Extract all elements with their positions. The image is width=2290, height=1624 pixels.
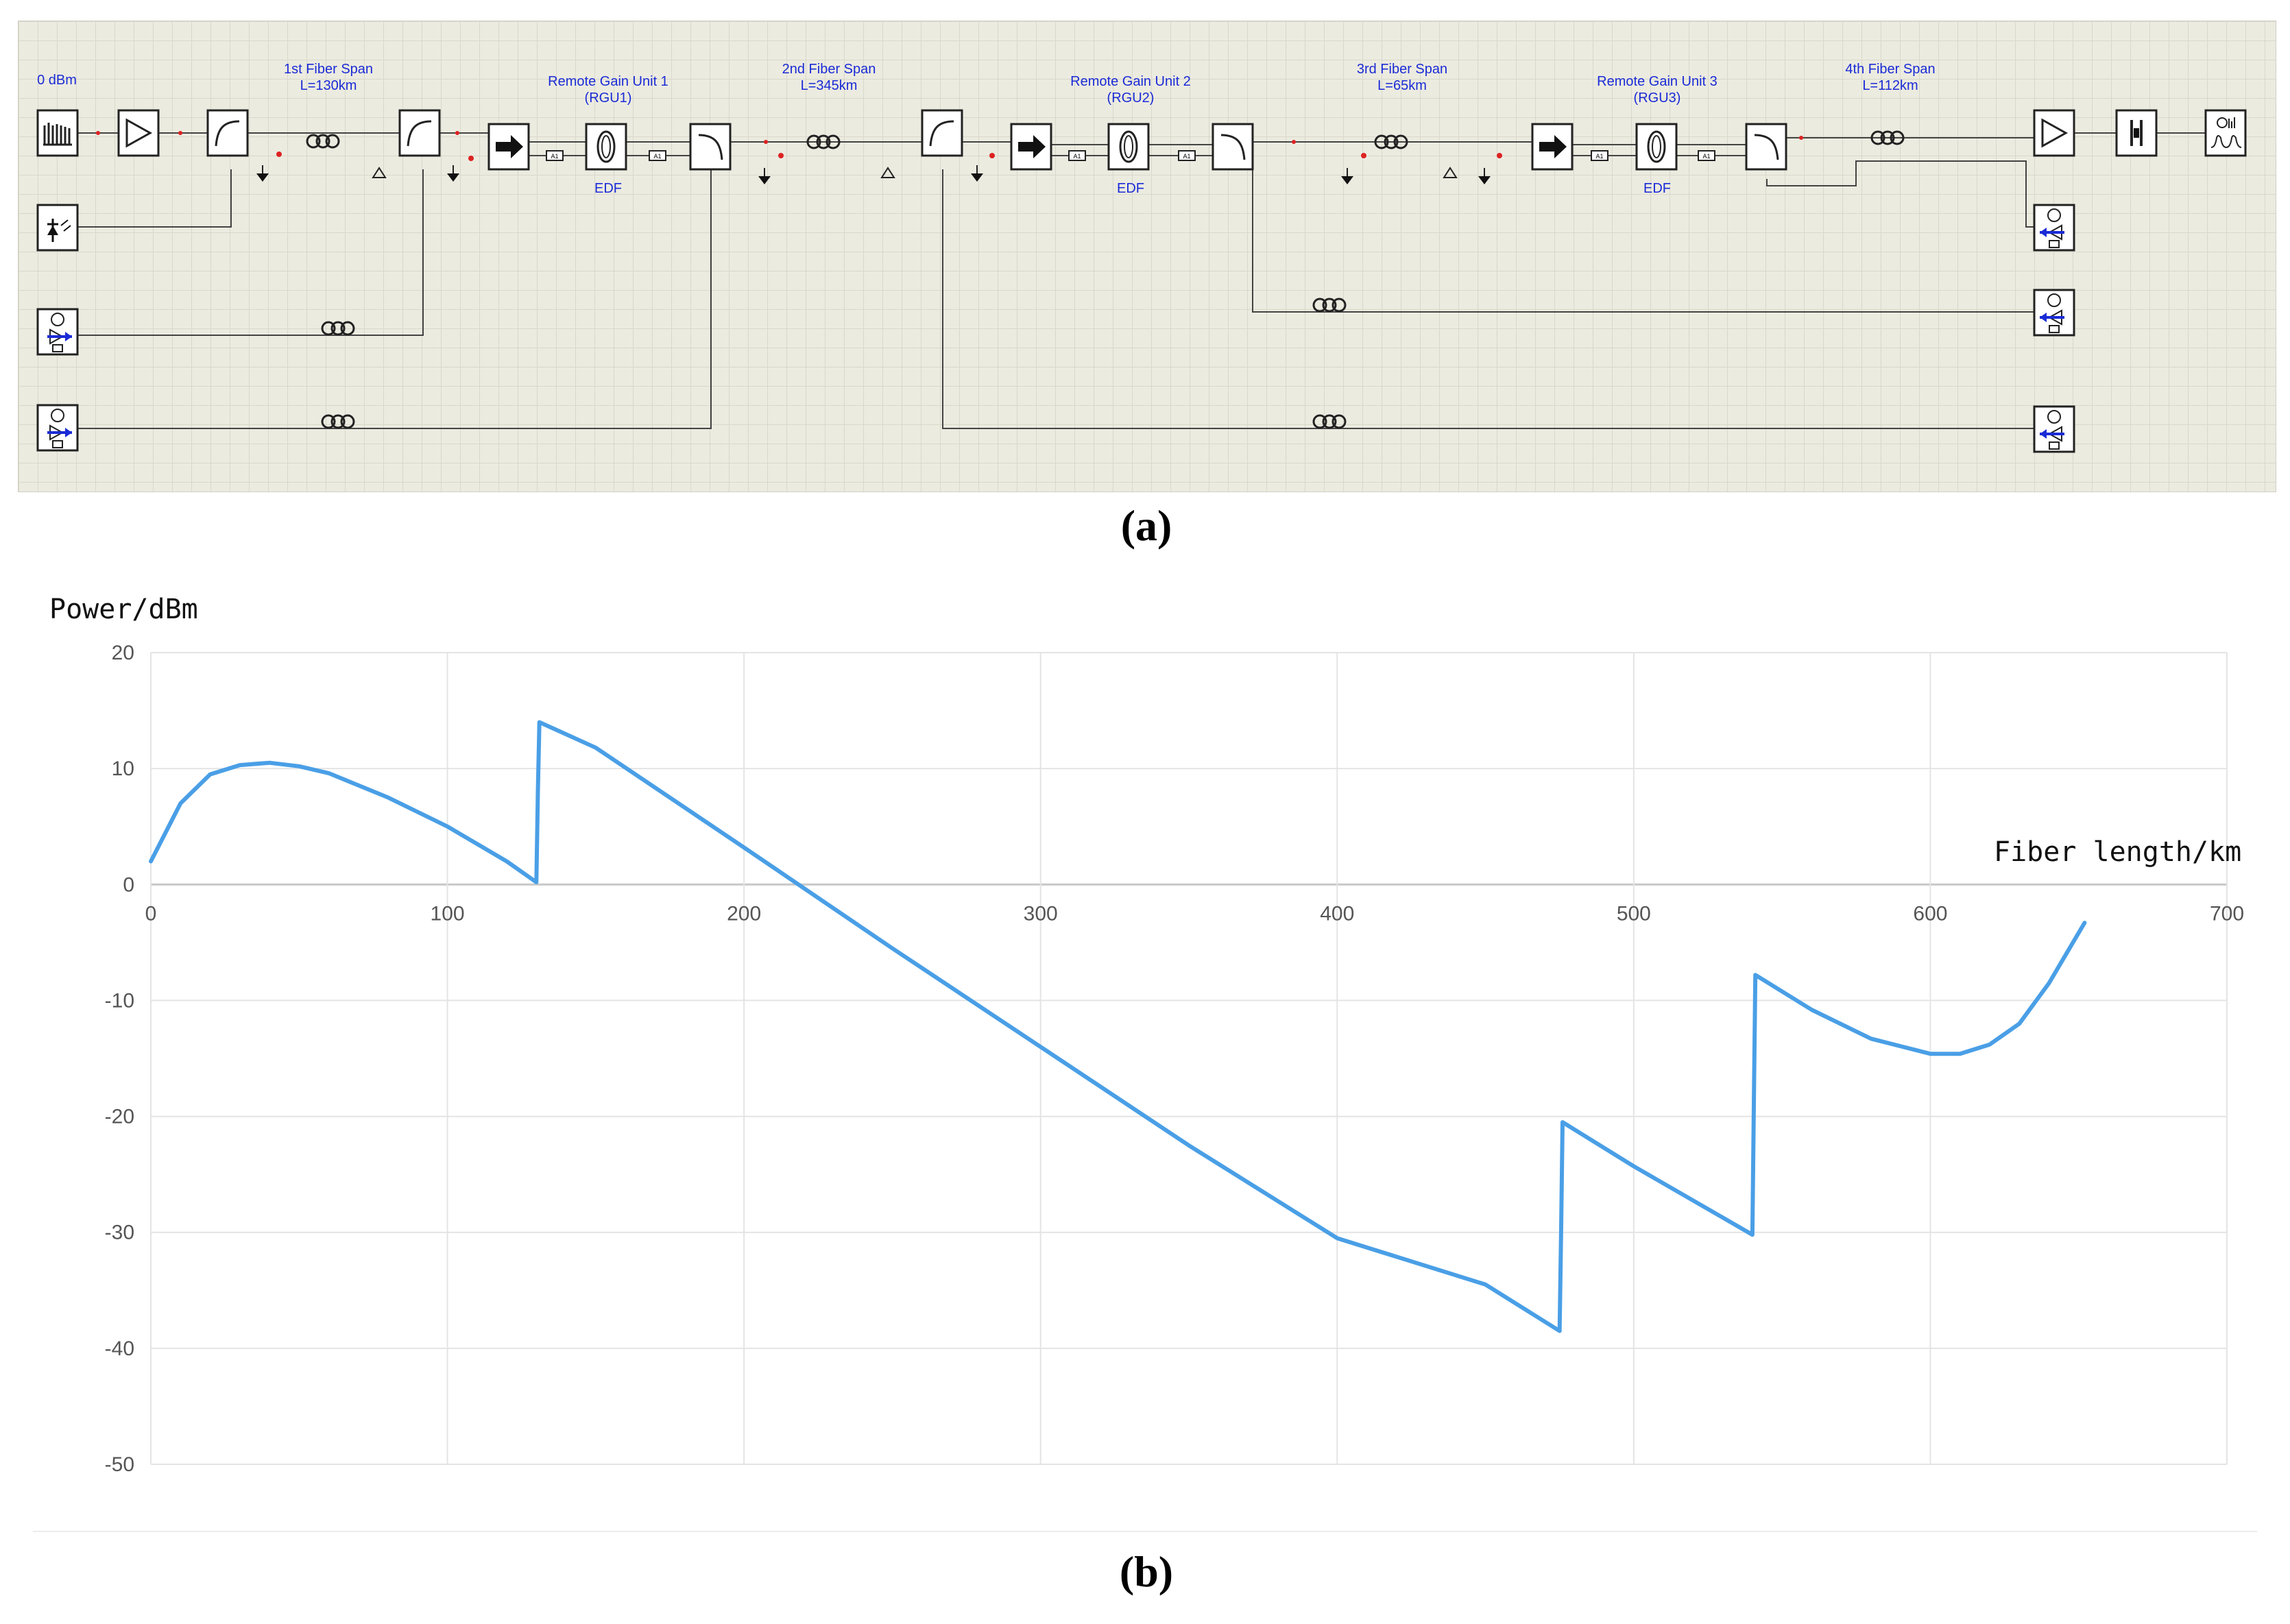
x-tick-label: 200 bbox=[727, 902, 761, 925]
coupler-icon[interactable] bbox=[1212, 123, 1254, 171]
y-tick-label: -50 bbox=[105, 1453, 134, 1476]
x-tick-label: 500 bbox=[1617, 902, 1651, 925]
span-title: 2nd Fiber Span bbox=[782, 62, 876, 77]
input-power-label: 0 dBm bbox=[37, 73, 77, 88]
otdr-receiver-icon[interactable] bbox=[2033, 405, 2075, 453]
terminator-icon bbox=[1443, 167, 1457, 178]
schematic-canvas: A1 bbox=[18, 21, 2276, 492]
rgu-title: Remote Gain Unit 2 bbox=[1070, 74, 1191, 89]
rgu-code: (RGU3) bbox=[1634, 90, 1681, 106]
isolator-icon[interactable] bbox=[487, 123, 530, 171]
schematic-drawing: A1 bbox=[36, 62, 2247, 453]
x-tick-label: 700 bbox=[2210, 902, 2244, 925]
main-fiber-wires bbox=[77, 132, 2206, 429]
pump-laser-icon[interactable] bbox=[36, 204, 79, 252]
coupler-icon[interactable] bbox=[1745, 123, 1787, 171]
edf-label: EDF bbox=[594, 181, 622, 196]
otdr-receiver-icon[interactable] bbox=[2033, 289, 2075, 337]
fiber-coil-icon bbox=[1312, 414, 1347, 429]
booster-amplifier-icon[interactable] bbox=[117, 109, 160, 157]
attenuator-icon bbox=[546, 150, 564, 161]
y-tick-label: -30 bbox=[105, 1222, 134, 1244]
x-tick-label: 100 bbox=[431, 902, 465, 925]
span-title: 3rd Fiber Span bbox=[1357, 62, 1447, 77]
terminator-icon bbox=[372, 167, 386, 178]
y-tick-label: 0 bbox=[123, 873, 134, 896]
coupler-icon[interactable] bbox=[921, 109, 963, 157]
fiber-coil-icon bbox=[321, 414, 355, 429]
isolator-icon[interactable] bbox=[1531, 123, 1574, 171]
x-tick-label: 600 bbox=[1913, 902, 1947, 925]
edf-icon[interactable] bbox=[585, 123, 627, 171]
chart-grid bbox=[150, 652, 2228, 1465]
otdr-receiver-icon[interactable] bbox=[2033, 204, 2075, 252]
y-tick-label: 10 bbox=[112, 758, 134, 780]
ground-icon bbox=[970, 165, 984, 182]
caption-b: (b) bbox=[1119, 1547, 1174, 1596]
otdr-receiver-icon[interactable] bbox=[36, 404, 79, 452]
ground-icon bbox=[1340, 167, 1354, 185]
fiber-coil-icon bbox=[321, 321, 355, 336]
fiber-coil-icon bbox=[1312, 298, 1347, 313]
span-length: L=345km bbox=[801, 78, 858, 93]
coupler-icon[interactable] bbox=[206, 109, 249, 157]
y-axis-label: Power/dBm bbox=[49, 594, 198, 625]
rgu-code: (RGU2) bbox=[1107, 90, 1155, 106]
rgu-title: Remote Gain Unit 1 bbox=[548, 74, 668, 89]
attenuator-icon bbox=[1591, 150, 1608, 161]
isolator-icon[interactable] bbox=[1010, 123, 1052, 171]
coupler-icon[interactable] bbox=[398, 109, 441, 157]
coupler-icon[interactable] bbox=[689, 123, 732, 171]
terminator-icon bbox=[881, 167, 895, 178]
spectrum-analyzer-icon[interactable] bbox=[2204, 109, 2247, 157]
y-tick-label: -40 bbox=[105, 1337, 134, 1360]
optical-filter-icon[interactable] bbox=[2115, 109, 2158, 157]
caption-a: (a) bbox=[1120, 501, 1172, 550]
power-series-line bbox=[149, 720, 2087, 1333]
rgu-title: Remote Gain Unit 3 bbox=[1597, 74, 1718, 89]
edf-label: EDF bbox=[1643, 181, 1671, 196]
y-tick-label: -20 bbox=[105, 1106, 134, 1128]
span-length: L=65km bbox=[1377, 78, 1427, 93]
ground-icon bbox=[758, 167, 771, 185]
ground-icon bbox=[1478, 167, 1491, 185]
port-markers bbox=[96, 131, 1803, 161]
x-axis-label: Fiber length/km bbox=[1994, 836, 2241, 868]
attenuator-icon bbox=[649, 150, 666, 161]
edf-icon[interactable] bbox=[1635, 123, 1678, 171]
fiber-coil-icon bbox=[306, 134, 340, 149]
span-title: 1st Fiber Span bbox=[284, 62, 373, 77]
x-tick-label: 400 bbox=[1320, 902, 1354, 925]
span-title: 4th Fiber Span bbox=[1845, 62, 1935, 77]
attenuator-icon bbox=[1698, 150, 1715, 161]
attenuator-icon bbox=[1178, 150, 1196, 161]
otdr-receiver-icon[interactable] bbox=[36, 308, 79, 356]
span-length: L=112km bbox=[1862, 78, 1918, 93]
laser-source-icon[interactable] bbox=[36, 109, 79, 157]
y-tick-label: -10 bbox=[105, 989, 134, 1012]
edf-icon[interactable] bbox=[1107, 123, 1150, 171]
preamplifier-icon[interactable] bbox=[2033, 109, 2075, 157]
rgu-code: (RGU1) bbox=[585, 90, 632, 106]
y-tick-label: 20 bbox=[112, 642, 134, 664]
edf-label: EDF bbox=[1117, 181, 1144, 196]
attenuator-icon bbox=[1068, 150, 1086, 161]
span-length: L=130km bbox=[300, 78, 357, 93]
ground-icon bbox=[446, 165, 460, 182]
x-tick-label: 300 bbox=[1024, 902, 1058, 925]
x-tick-label: 0 bbox=[145, 902, 157, 925]
chart-series bbox=[149, 720, 2087, 1333]
ground-icon bbox=[256, 165, 269, 182]
